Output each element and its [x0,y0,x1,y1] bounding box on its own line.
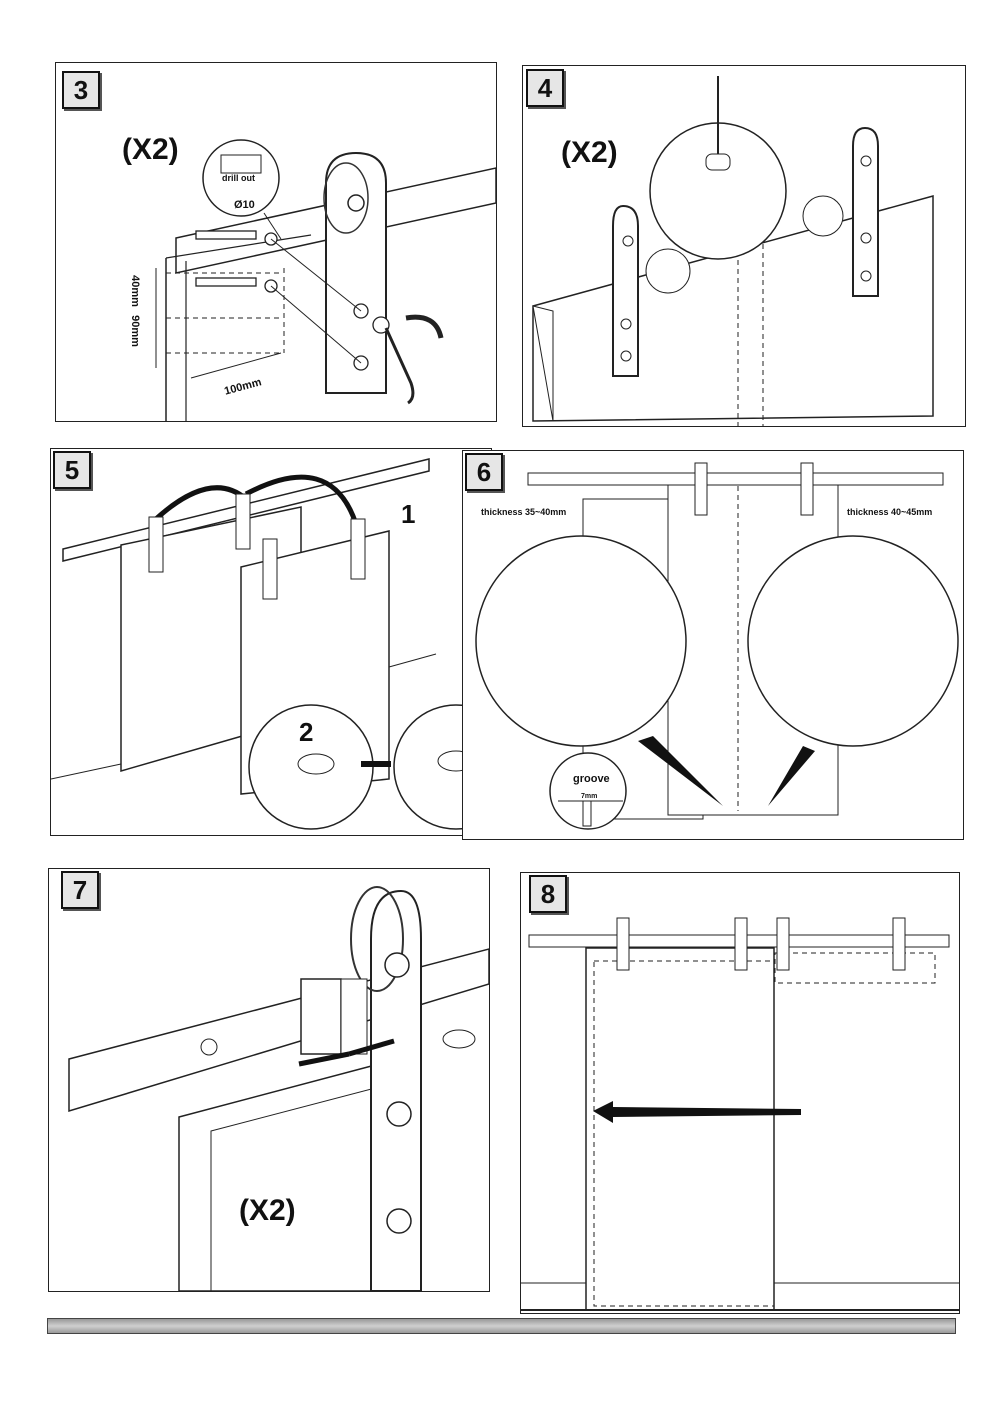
thickness-right-label: thickness 40~45mm [847,507,933,517]
step-8-illustration [521,917,959,1311]
footer-bar [47,1318,956,1334]
step-3-panel: 3 (X2) drill out Ø10 40mm 90mm 100mm [55,62,497,422]
step-5-panel: 5 1 2 [50,448,492,836]
step-number: 8 [529,875,567,913]
step-3-illustration [155,139,496,421]
step-number: 3 [62,71,100,109]
step-8-panel: 8 [520,872,960,1314]
groove-label: groove [573,773,610,785]
step-number: 6 [465,453,503,491]
step-6-panel: 6 thickness 35~40mm thickness 40~45mm gr… [462,450,964,840]
drill-label: drill out [222,173,255,183]
step-5-illustration [51,458,491,830]
step-6-illustration [475,462,959,830]
step-4-panel: 4 (X2) [522,65,966,427]
dimension-40mm: 40mm [128,275,141,307]
step-7-illustration [68,886,489,1291]
dimension-90mm: 90mm [128,315,141,347]
quantity-label: (X2) [122,133,179,166]
step-number: 4 [526,69,564,107]
drill-diameter-label: Ø10 [234,199,255,211]
quantity-label: (X2) [239,1194,296,1227]
sub-step-2-label: 2 [299,717,314,747]
thickness-left-label: thickness 35~40mm [481,507,567,517]
step-7-panel: 7 (X2) [48,868,490,1292]
step-number: 7 [61,871,99,909]
quantity-label: (X2) [561,136,618,169]
sub-step-1-label: 1 [401,499,416,529]
step-number: 5 [53,451,91,489]
step-4-illustration [532,76,934,426]
groove-width-label: 7mm [581,793,598,800]
